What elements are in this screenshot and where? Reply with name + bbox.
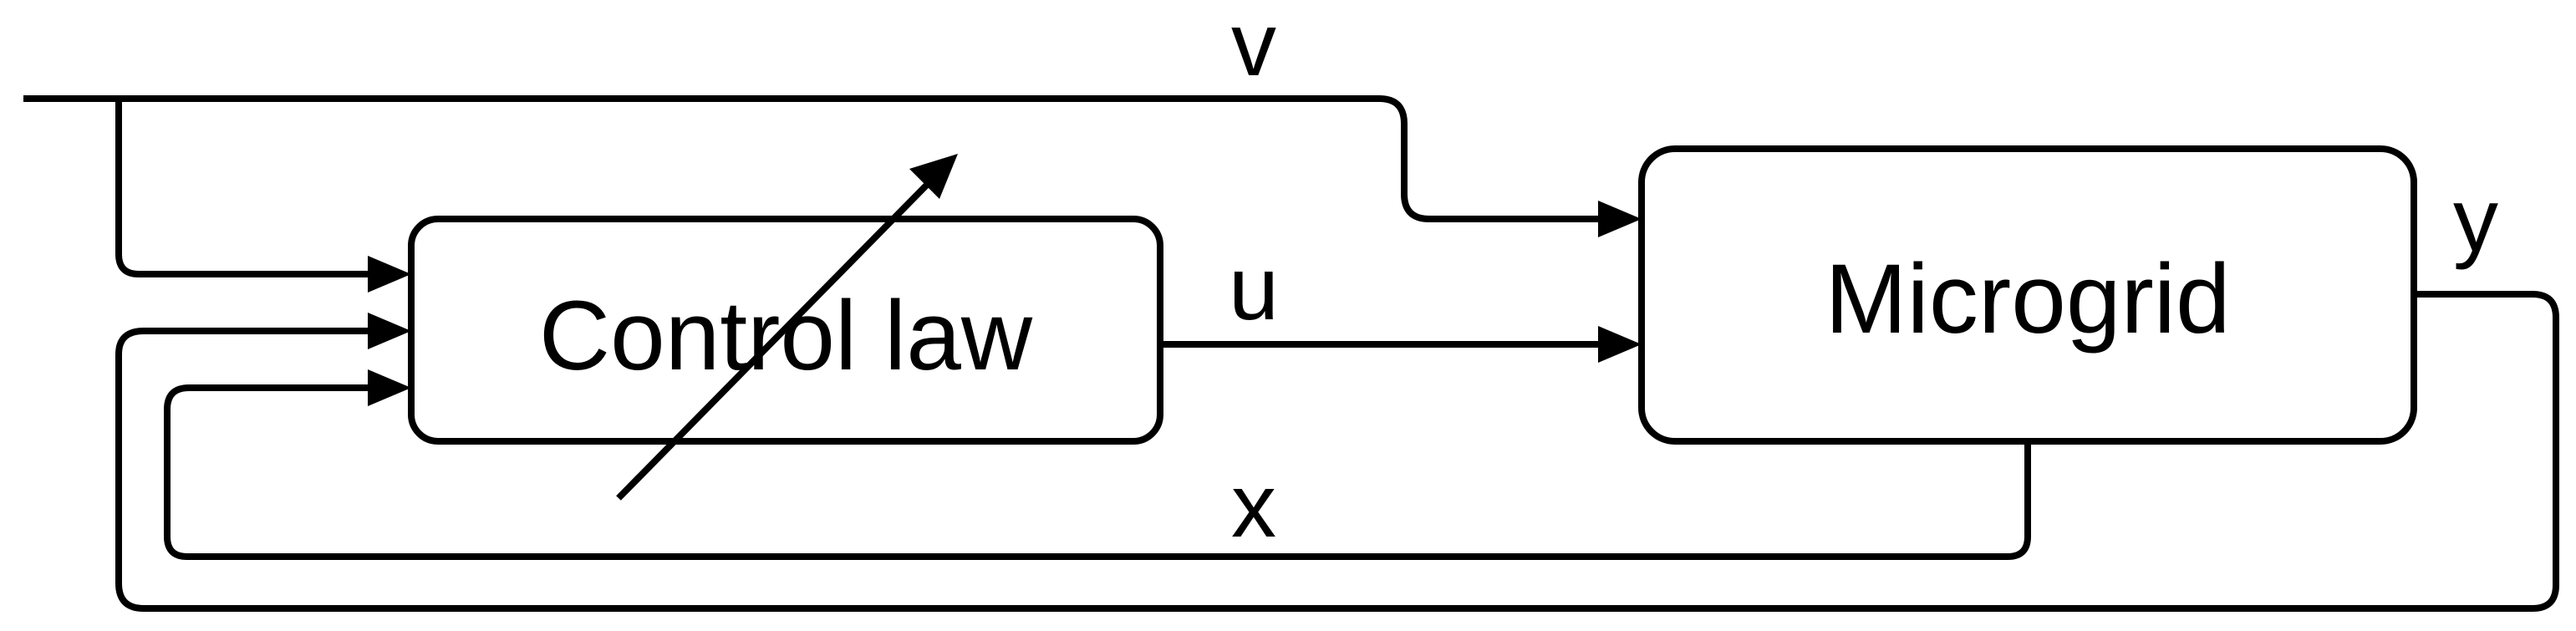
v-signal-line — [23, 95, 1601, 222]
y-signal-label: y — [2453, 169, 2498, 270]
y-feedback-arrowhead — [368, 313, 411, 349]
v-arrowhead — [1598, 201, 1642, 237]
u-signal-label: u — [1229, 237, 1279, 338]
v-signal-label: v — [1231, 0, 1276, 94]
control-law-label: Control law — [539, 281, 1033, 391]
v-branch-arrowhead — [368, 256, 411, 293]
y-feedback-line — [115, 291, 2559, 612]
u-arrowhead — [1598, 326, 1642, 363]
microgrid-block: Microgrid — [1638, 145, 2417, 445]
x-feedback-arrowhead — [368, 369, 411, 406]
x-feedback-line — [164, 384, 2031, 560]
adaptive-arrowhead — [909, 154, 958, 199]
adaptive-arrow-line — [616, 180, 932, 501]
x-signal-label: x — [1231, 455, 1276, 556]
v-branch-line — [115, 99, 371, 277]
microgrid-label: Microgrid — [1825, 244, 2230, 354]
